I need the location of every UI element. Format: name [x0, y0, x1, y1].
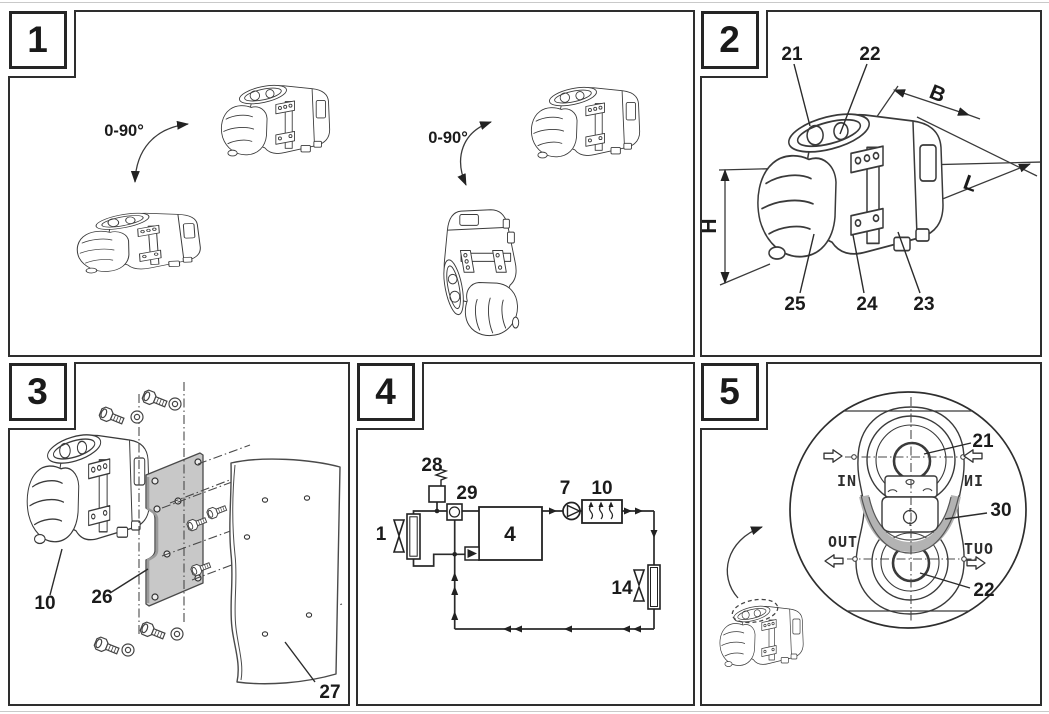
callout-27-label: 27	[319, 682, 340, 703]
control-valve-29	[446, 503, 463, 521]
label-29: 29	[456, 483, 477, 504]
callout-21-label: 21	[781, 44, 803, 65]
rotation-range-label-right: 0-90°	[428, 129, 468, 147]
bolt-icon	[138, 620, 167, 643]
panel-1-illustration: 0-90° 0-90°	[74, 81, 641, 337]
dim-L-label: L	[960, 171, 980, 197]
callout-21-label: 21	[972, 431, 994, 452]
callout-leader-lines	[919, 442, 988, 589]
heater-illustration-mounted	[26, 428, 151, 545]
heater-illustration-rolled	[74, 207, 203, 274]
panel-2-illustration: 21 22 25 24 23 B L H	[702, 44, 1040, 315]
label-28: 28	[421, 455, 442, 476]
heater-illustration-vertical	[439, 209, 520, 337]
callout-leader-lines	[793, 63, 921, 294]
panel-5-badge-frame: 5	[699, 361, 768, 430]
callout-10-label: 10	[34, 593, 55, 614]
mounting-surface-lines	[844, 410, 972, 612]
washer-icon	[168, 397, 182, 411]
panel-1-rotation-views: 0-90° 0-90° 1	[7, 9, 695, 357]
washer-icon	[130, 410, 144, 424]
heat-exchanger-10	[581, 499, 623, 524]
panel-2-number: 2	[700, 10, 759, 69]
detail-pointer-arrow-icon	[726, 526, 763, 599]
vehicle-panel-27	[229, 458, 341, 685]
in-label-mirrored: IN	[963, 472, 983, 490]
callout-24-label: 24	[856, 294, 878, 315]
dimension-arrow-B	[893, 89, 970, 116]
clamp-strap-30	[859, 494, 961, 554]
check-valve	[464, 546, 480, 561]
page-bottom-rule	[0, 711, 1049, 712]
in-label: IN	[837, 472, 857, 490]
label-14: 14	[611, 578, 633, 599]
callout-22-label: 22	[973, 580, 994, 601]
label-4: 4	[504, 523, 516, 546]
callout-22-label: 22	[859, 44, 880, 65]
page-top-rule	[0, 2, 1049, 3]
port-flange-outline	[855, 406, 965, 615]
panel-5-illustration: IN IN OUT OUT 21 30 22	[719, 391, 1027, 667]
heater-box-4	[478, 506, 543, 561]
rotation-range-label-left: 0-90°	[104, 122, 144, 140]
panel-3-badge-frame: 3	[7, 361, 76, 430]
dim-H-label: H	[702, 218, 721, 233]
flow-arrows	[451, 507, 658, 633]
label-1: 1	[376, 524, 387, 545]
callout-26-label: 26	[91, 587, 112, 608]
vehicle-heat-exchanger-1	[392, 513, 421, 560]
bolt-icon	[97, 405, 126, 428]
panel-1-number: 1	[8, 10, 67, 69]
panel-5-port-detail-view: IN IN OUT OUT 21 30 22 5	[699, 361, 1042, 706]
junction-dot	[434, 508, 440, 514]
heater-illustration-horizontal-right	[530, 83, 641, 159]
dim-B-label: B	[926, 80, 949, 107]
callout-leader-lines	[49, 548, 316, 683]
rotation-arrow-left-icon	[130, 120, 189, 183]
label-10: 10	[591, 478, 612, 499]
out-label: OUT	[828, 533, 858, 551]
bolt-icon	[92, 635, 121, 658]
panel-5-number: 5	[700, 362, 759, 421]
washer-icon	[121, 643, 135, 657]
heater-illustration-dimensioned	[757, 106, 944, 260]
callout-25-label: 25	[784, 294, 806, 315]
rotation-arrow-right-icon	[457, 121, 492, 186]
washer-icon	[170, 627, 184, 641]
screw-icon	[205, 502, 229, 521]
panel-3-mounting-exploded-view: 10 26 27 3	[7, 361, 350, 706]
retaining-bracket	[881, 475, 939, 533]
panel-3-illustration: 10 26 27	[26, 382, 343, 703]
panel-2-badge-frame: 2	[699, 9, 768, 78]
out-label-mirrored: OUT	[963, 540, 993, 558]
callout-23-label: 23	[913, 294, 934, 315]
panel-1-badge-frame: 1	[7, 9, 76, 78]
callout-30-label: 30	[990, 500, 1011, 521]
detail-source-ellipse	[731, 598, 779, 624]
expansion-tank-28	[428, 468, 449, 503]
pump-7	[562, 501, 582, 521]
panel-4-coolant-circuit-schematic: 28 29 1 4 7 10 14 4	[355, 361, 695, 706]
bolt-icon	[140, 388, 169, 411]
heat-exchanger-14	[632, 564, 661, 610]
panel-4-number: 4	[356, 362, 415, 421]
panel-4-badge-frame: 4	[355, 361, 424, 430]
panel-4-schematic: 28 29 1 4 7 10 14	[376, 455, 661, 633]
panel-2-dimensions: 21 22 25 24 23 B L H 2	[699, 9, 1042, 357]
heater-thumbnail	[719, 526, 804, 667]
panel-3-number: 3	[8, 362, 67, 421]
label-7: 7	[560, 478, 571, 499]
heater-illustration-horizontal-left	[220, 81, 331, 157]
mounting-plate-26	[145, 452, 204, 607]
junction-dot	[452, 552, 457, 557]
